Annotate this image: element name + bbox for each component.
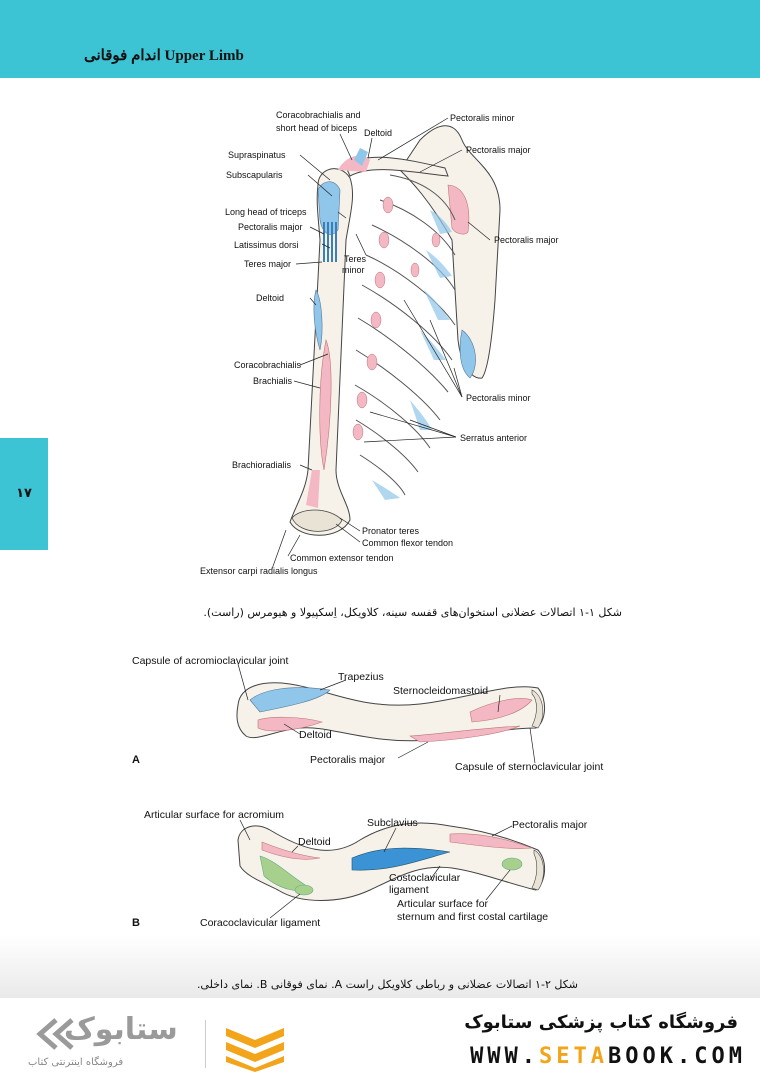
label-deltoid-a: Deltoid bbox=[299, 729, 332, 741]
label-costoclavicular-2: ligament bbox=[389, 884, 429, 896]
label-coracobrachialis-short-head-1: Coracobrachialis and bbox=[276, 110, 361, 120]
label-pectoralis-major-right: Pectoralis major bbox=[494, 235, 559, 245]
figure2a-leader-lines bbox=[237, 663, 536, 764]
header-title: اندام فوقانی Upper Limb bbox=[84, 48, 244, 64]
label-common-flexor-tendon: Common flexor tendon bbox=[362, 538, 453, 548]
label-teres-minor-1: Teres bbox=[344, 254, 367, 264]
label-subscapularis: Subscapularis bbox=[226, 170, 283, 180]
label-deltoid-b: Deltoid bbox=[298, 836, 331, 848]
label-pectoralis-major-top: Pectoralis major bbox=[466, 145, 531, 155]
logo-chevron-icon bbox=[36, 1018, 74, 1050]
label-brachialis: Brachialis bbox=[253, 376, 293, 386]
label-pronator-teres: Pronator teres bbox=[362, 526, 420, 536]
panel-label-b: B bbox=[132, 917, 140, 929]
label-pectoralis-major-left: Pectoralis major bbox=[238, 222, 303, 232]
figure1-illustration bbox=[289, 125, 501, 536]
label-coracoclavicular: Coracoclavicular ligament bbox=[200, 917, 320, 929]
figure2a-illustration bbox=[236, 682, 545, 743]
figure2b-leader-lines bbox=[239, 819, 513, 919]
label-pectoralis-minor-ribs: Pectoralis minor bbox=[466, 393, 531, 403]
label-long-head-triceps: Long head of triceps bbox=[225, 207, 307, 217]
url-accent: SETA bbox=[539, 1044, 609, 1069]
label-teres-minor-2: minor bbox=[342, 265, 365, 275]
label-common-extensor-tendon: Common extensor tendon bbox=[290, 553, 394, 563]
figure1-labels: Coracobrachialis and short head of bicep… bbox=[200, 110, 559, 576]
label-coracobrachialis-short-head-2: short head of biceps bbox=[276, 123, 358, 133]
label-brachioradialis: Brachioradialis bbox=[232, 460, 292, 470]
label-articular-sternum-2: sternum and first costal cartilage bbox=[397, 911, 548, 923]
page-number: ۱۷ bbox=[16, 486, 32, 501]
figure2a-labels: Capsule of acromioclavicular joint Trape… bbox=[132, 655, 603, 773]
logo-subtitle: فروشگاه اینترنتی کتاب bbox=[28, 1057, 124, 1068]
label-pectoralis-minor-top: Pectoralis minor bbox=[450, 113, 515, 123]
book-stack-icon bbox=[226, 1028, 284, 1072]
label-scm: Sternocleidomastoid bbox=[393, 685, 488, 697]
figure2-caption: شکل ۲-۱ اتصالات عضلانی و رباطی کلاویکل ر… bbox=[196, 978, 578, 991]
label-articular-sternum-1: Articular surface for bbox=[397, 898, 489, 910]
figure2b-labels: Articular surface for acromium Subclaviu… bbox=[132, 809, 588, 929]
label-trapezius: Trapezius bbox=[338, 671, 384, 683]
label-articular-acromium: Articular surface for acromium bbox=[144, 809, 284, 821]
url-suffix: BOOK.COM bbox=[608, 1044, 746, 1069]
bottom-shade bbox=[0, 935, 760, 999]
label-pectoralis-major-a: Pectoralis major bbox=[310, 754, 386, 766]
anatomy-illustrations: Coracobrachialis and short head of bicep… bbox=[132, 110, 603, 929]
label-deltoid-mid: Deltoid bbox=[256, 293, 284, 303]
url-prefix: WWW. bbox=[470, 1044, 540, 1069]
figure2b-illustration bbox=[237, 822, 545, 901]
logo-divider bbox=[205, 1020, 206, 1068]
figure1-caption: شکل ۱-۱ اتصالات عضلانی استخوان‌های قفسه … bbox=[203, 606, 622, 619]
footer-banner bbox=[0, 998, 760, 1080]
label-costoclavicular-1: Costoclavicular bbox=[389, 872, 461, 884]
label-coracobrachialis: Coracobrachialis bbox=[234, 360, 302, 370]
label-teres-major: Teres major bbox=[244, 259, 291, 269]
page-header bbox=[0, 0, 760, 78]
label-extensor-carpi: Extensor carpi radialis longus bbox=[200, 566, 318, 576]
label-deltoid-top: Deltoid bbox=[364, 128, 392, 138]
store-name: فروشگاه کتاب پزشکی ستابوک bbox=[464, 1012, 738, 1033]
label-capsule-sc: Capsule of sternoclavicular joint bbox=[455, 761, 603, 773]
label-latissimus-dorsi: Latissimus dorsi bbox=[234, 240, 299, 250]
label-subclavius: Subclavius bbox=[367, 817, 418, 829]
label-pectoralis-major-b: Pectoralis major bbox=[512, 819, 588, 831]
figure1-leader-lines bbox=[271, 117, 491, 570]
label-supraspinatus: Supraspinatus bbox=[228, 150, 286, 160]
store-logo-word: ستابوک bbox=[64, 1012, 178, 1047]
label-serratus-anterior: Serratus anterior bbox=[460, 433, 527, 443]
panel-label-a: A bbox=[132, 754, 140, 766]
label-capsule-ac: Capsule of acromioclavicular joint bbox=[132, 655, 288, 667]
page-number-tab bbox=[0, 438, 48, 550]
store-url[interactable]: WWW.SETABOOK.COM bbox=[470, 1044, 746, 1069]
